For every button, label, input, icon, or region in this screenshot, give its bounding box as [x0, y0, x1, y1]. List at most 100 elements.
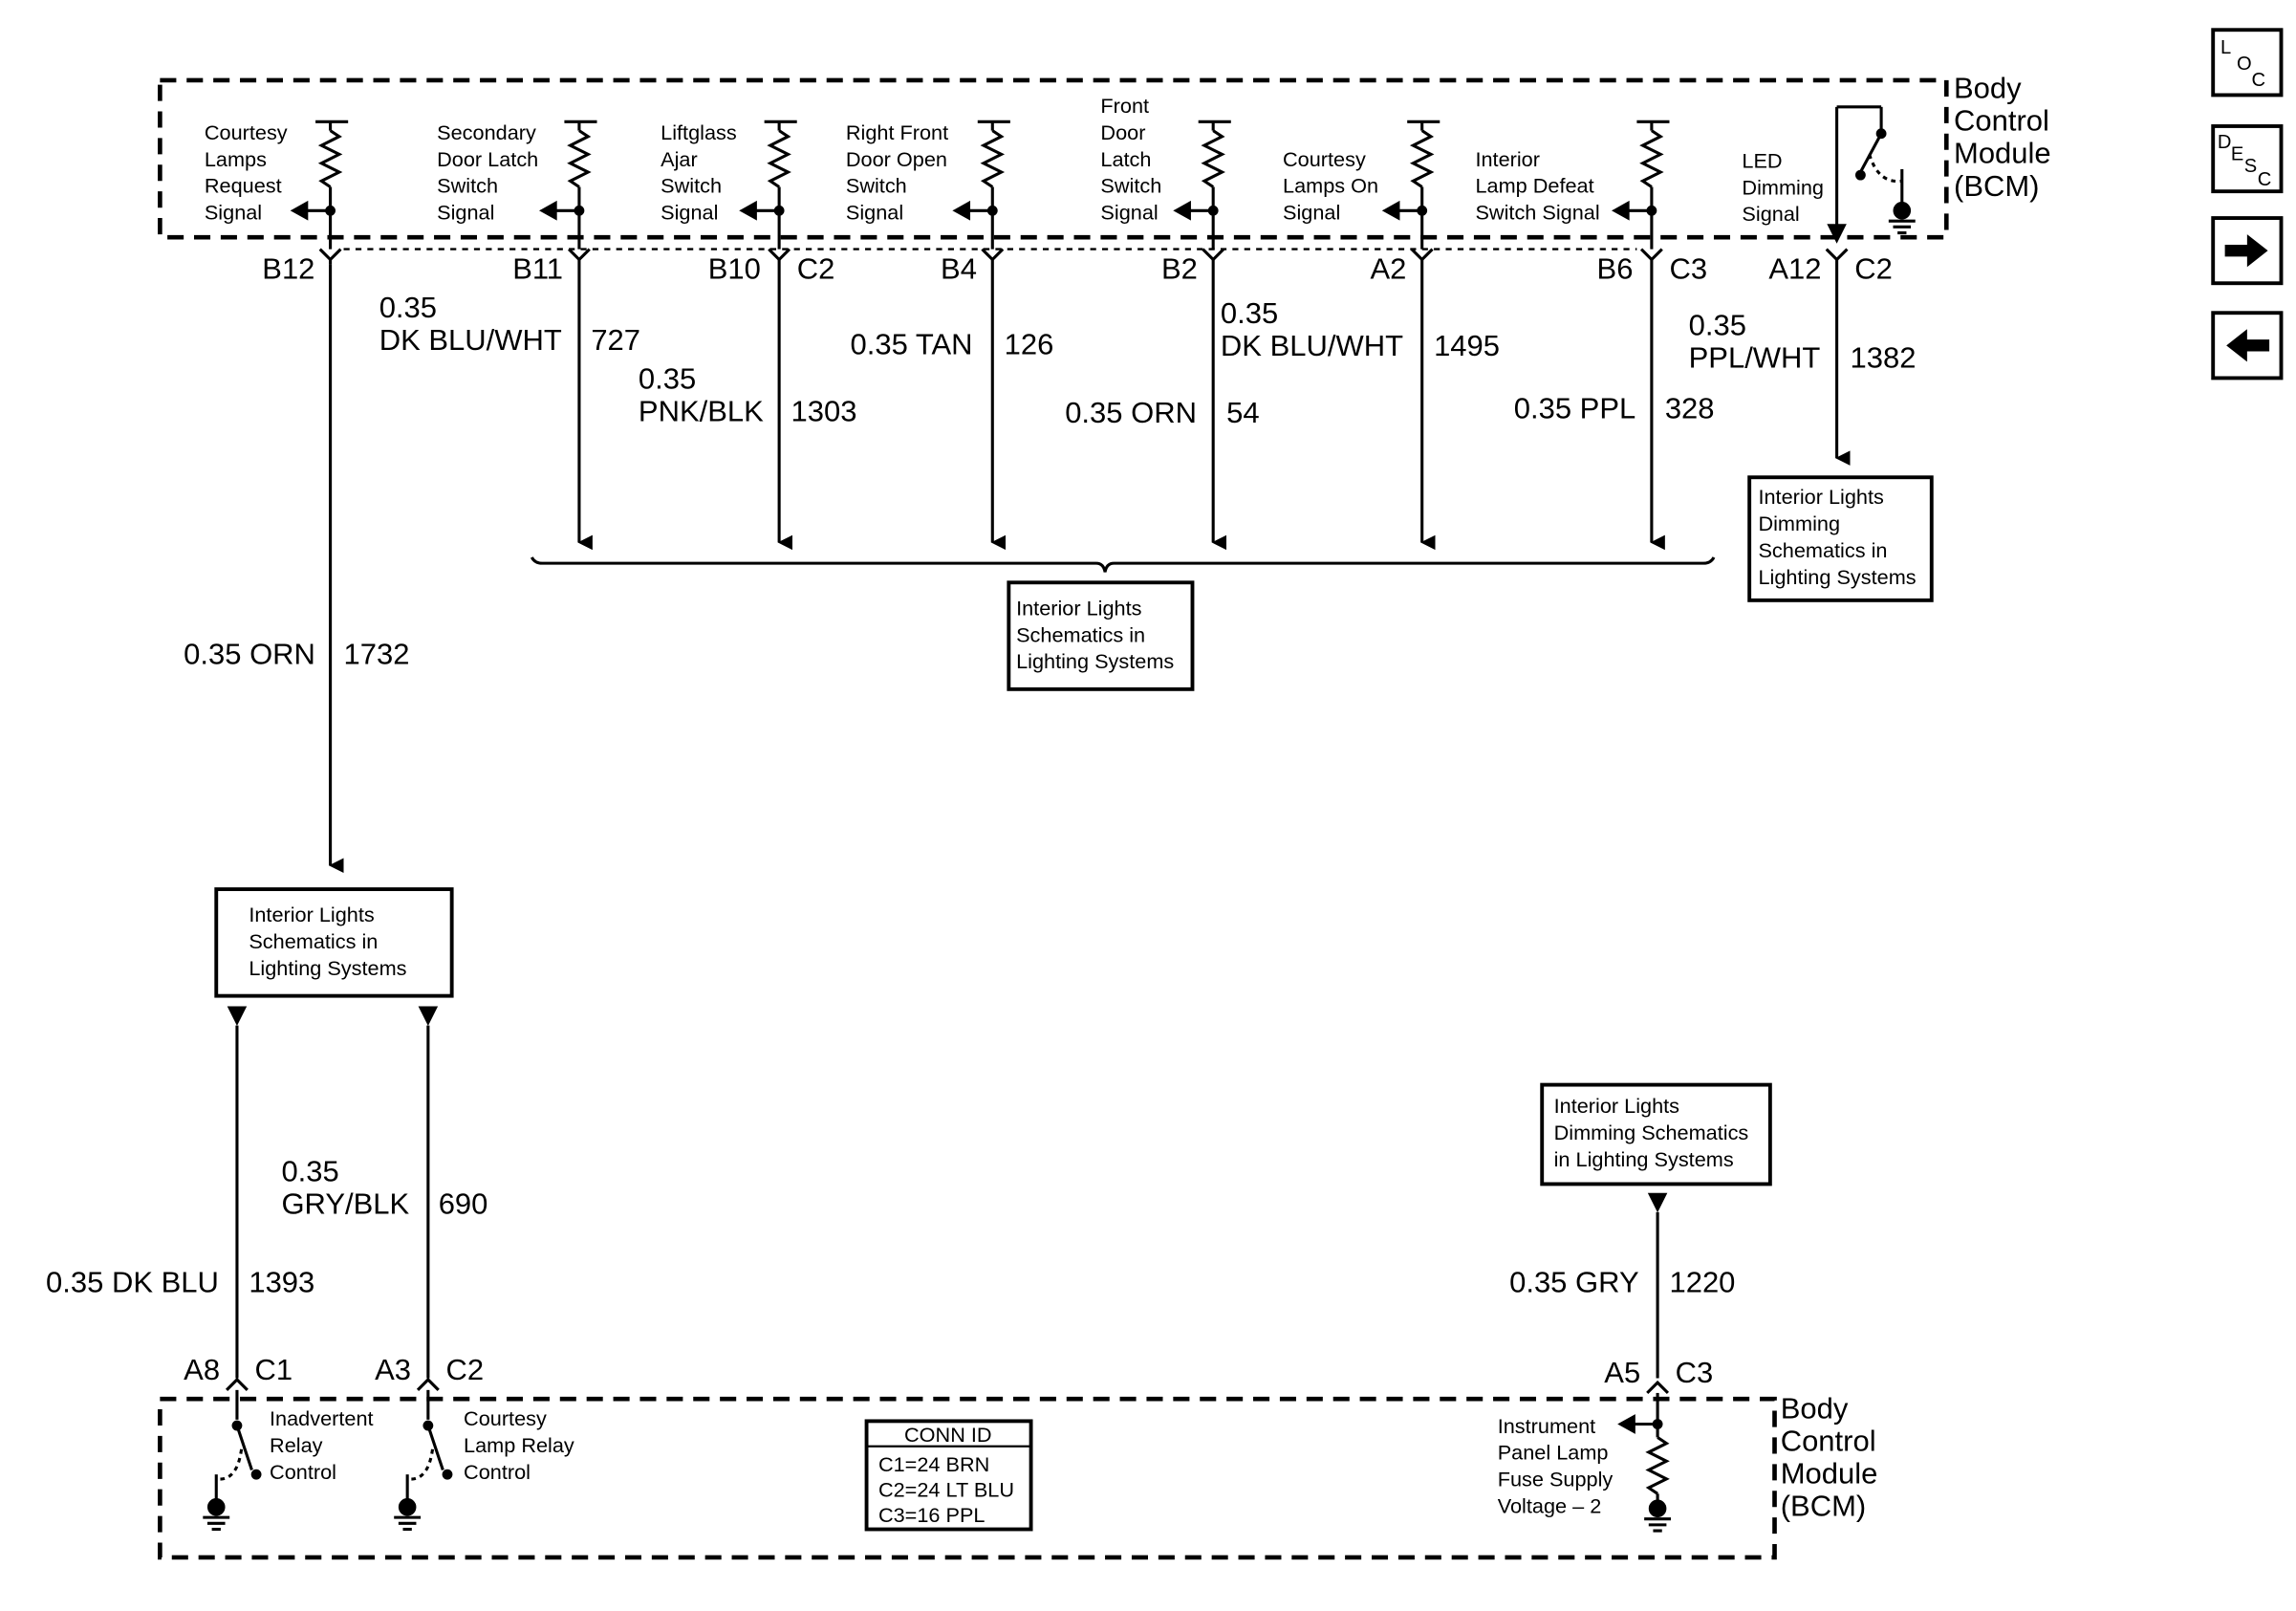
- svg-text:1732: 1732: [344, 638, 410, 671]
- svg-text:Switch Signal: Switch Signal: [1475, 201, 1599, 225]
- signal-label-right-front-door-open: Right Front Door Open Switch Signal: [846, 120, 948, 225]
- svg-text:C: C: [2258, 169, 2272, 190]
- pin-b11: B11: [512, 252, 563, 286]
- svg-text:0.35 PPL: 0.35 PPL: [1514, 391, 1635, 425]
- top-bcm-title: Body Control Module (BCM): [1954, 72, 2051, 203]
- svg-text:Signal: Signal: [1100, 201, 1158, 225]
- svg-text:DK BLU/WHT: DK BLU/WHT: [1221, 329, 1403, 362]
- arrow-right-icon: [2224, 234, 2268, 268]
- pin-a5: A5: [1604, 1356, 1640, 1389]
- loc-button[interactable]: L O C: [2211, 28, 2284, 98]
- bottom-bcm-outline: [158, 1396, 1777, 1560]
- svg-text:L: L: [2220, 37, 2231, 58]
- resistor-symbol: [538, 120, 597, 250]
- svg-text:Lamps On: Lamps On: [1283, 174, 1378, 198]
- resistor-symbol: [1381, 120, 1440, 250]
- wire-label-690: 0.35 GRY/BLK 690: [281, 1154, 487, 1220]
- pin-a8: A8: [184, 1353, 220, 1386]
- top-wires: [329, 259, 1851, 874]
- pin-a12: A12: [1768, 252, 1821, 286]
- pin-b12: B12: [262, 252, 314, 286]
- reference-box-interior-lights-left[interactable]: Interior Lights Schematics in Lighting S…: [214, 887, 454, 998]
- svg-text:1220: 1220: [1669, 1266, 1735, 1299]
- conn-id-row: C1=24 BRN: [878, 1452, 989, 1476]
- svg-text:Switch: Switch: [1100, 174, 1161, 198]
- svg-text:Lamp Defeat: Lamp Defeat: [1475, 174, 1593, 198]
- svg-text:Signal: Signal: [846, 201, 903, 225]
- svg-text:Dimming: Dimming: [1758, 512, 1840, 535]
- next-page-button[interactable]: [2211, 216, 2284, 286]
- svg-text:Signal: Signal: [437, 201, 494, 225]
- svg-text:Lamp Relay: Lamp Relay: [464, 1433, 574, 1457]
- svg-text:Lighting Systems: Lighting Systems: [1758, 565, 1916, 589]
- svg-text:O: O: [2237, 54, 2252, 75]
- bottom-bcm-title: Body Control Module (BCM): [1781, 1391, 1878, 1522]
- pin-b6: B6: [1597, 252, 1634, 286]
- svg-text:PPL/WHT: PPL/WHT: [1689, 341, 1821, 375]
- pullup-resistors: [290, 120, 1670, 250]
- svg-text:Body: Body: [1781, 1391, 1849, 1425]
- svg-text:Body: Body: [1954, 72, 2022, 105]
- wire-label-1382: 0.35 PPL/WHT 1382: [1689, 308, 1917, 374]
- svg-text:Front: Front: [1100, 94, 1149, 118]
- wire-label-54: 0.35 ORN 54: [1065, 396, 1259, 429]
- svg-text:(BCM): (BCM): [1781, 1490, 1866, 1523]
- conn-id-row: C3=16 PPL: [878, 1503, 986, 1527]
- svg-text:Signal: Signal: [1742, 202, 1799, 226]
- svg-text:Switch: Switch: [437, 174, 498, 198]
- svg-text:Interior: Interior: [1475, 147, 1540, 171]
- output-label-inadvertent-relay: Inadvertent Relay Control: [270, 1406, 374, 1484]
- svg-text:54: 54: [1226, 396, 1259, 429]
- resistor-symbol: [952, 120, 1010, 250]
- svg-text:PNK/BLK: PNK/BLK: [639, 394, 764, 427]
- svg-text:Lighting Systems: Lighting Systems: [1016, 649, 1174, 673]
- signal-label-secondary-door-latch: Secondary Door Latch Switch Signal: [437, 120, 538, 225]
- svg-text:0.35 DK BLU: 0.35 DK BLU: [46, 1266, 219, 1299]
- svg-text:0.35 TAN: 0.35 TAN: [851, 328, 973, 361]
- svg-text:Interior Lights: Interior Lights: [1758, 485, 1884, 509]
- svg-text:Module: Module: [1954, 137, 2051, 170]
- signal-label-front-door-latch: Front Door Latch Switch Signal: [1100, 94, 1161, 225]
- pin-b4: B4: [941, 252, 977, 286]
- signal-label-courtesy-lamps-on: Courtesy Lamps On Signal: [1283, 147, 1378, 225]
- wire-label-126: 0.35 TAN 126: [851, 328, 1054, 361]
- svg-text:0.35: 0.35: [281, 1154, 338, 1187]
- svg-text:Schematics in: Schematics in: [249, 929, 378, 953]
- svg-text:Ajar: Ajar: [661, 147, 698, 171]
- svg-text:Control: Control: [1781, 1424, 1876, 1457]
- desc-button[interactable]: D E S C: [2211, 124, 2284, 194]
- pin-b10: B10: [708, 252, 761, 286]
- conn-c2-a12: C2: [1854, 252, 1893, 286]
- svg-text:Courtesy: Courtesy: [205, 120, 288, 144]
- top-pin-labels: B12 B11 B10 C2 B4 B2 A2 B6 C3 A12 C2: [262, 252, 1893, 286]
- svg-text:Interior Lights: Interior Lights: [1016, 596, 1142, 620]
- reference-box-interior-lights-center[interactable]: Interior Lights Schematics in Lighting S…: [1007, 580, 1195, 691]
- svg-text:Switch: Switch: [661, 174, 722, 198]
- wire-label-1393: 0.35 DK BLU 1393: [46, 1266, 314, 1299]
- reference-box-interior-lights-dimming-bottom[interactable]: Interior Lights Dimming Schematics in Li…: [1540, 1082, 1772, 1186]
- signal-label-liftglass-ajar: Liftglass Ajar Switch Signal: [661, 120, 737, 225]
- svg-text:Panel Lamp: Panel Lamp: [1498, 1441, 1609, 1465]
- svg-text:Signal: Signal: [205, 201, 262, 225]
- svg-text:Latch: Latch: [1100, 147, 1151, 171]
- conn-c3-a5: C3: [1676, 1356, 1714, 1389]
- wire-label-727: 0.35 DK BLU/WHT 727: [379, 291, 640, 357]
- svg-text:Control: Control: [464, 1460, 531, 1484]
- reference-box-interior-lights-dimming-top[interactable]: Interior Lights Dimming Schematics in Li…: [1747, 475, 1934, 602]
- svg-text:(BCM): (BCM): [1954, 169, 2039, 203]
- svg-text:Courtesy: Courtesy: [1283, 147, 1366, 171]
- svg-text:Relay: Relay: [270, 1433, 323, 1457]
- svg-text:Request: Request: [205, 174, 282, 198]
- prev-page-button[interactable]: [2211, 311, 2284, 381]
- svg-text:DK BLU/WHT: DK BLU/WHT: [379, 323, 562, 357]
- svg-text:Secondary: Secondary: [437, 120, 536, 144]
- wire-label-1303: 0.35 PNK/BLK 1303: [639, 361, 857, 427]
- svg-text:Interior Lights: Interior Lights: [1554, 1094, 1680, 1118]
- arrow-left-icon: [2226, 329, 2270, 362]
- svg-text:D: D: [2218, 132, 2232, 153]
- svg-text:0.35 GRY: 0.35 GRY: [1509, 1266, 1638, 1299]
- svg-text:Lighting Systems: Lighting Systems: [249, 956, 406, 980]
- conn-c1-a8: C1: [255, 1353, 293, 1386]
- conn-c3-b6: C3: [1669, 252, 1707, 286]
- svg-text:Schematics in: Schematics in: [1758, 538, 1887, 562]
